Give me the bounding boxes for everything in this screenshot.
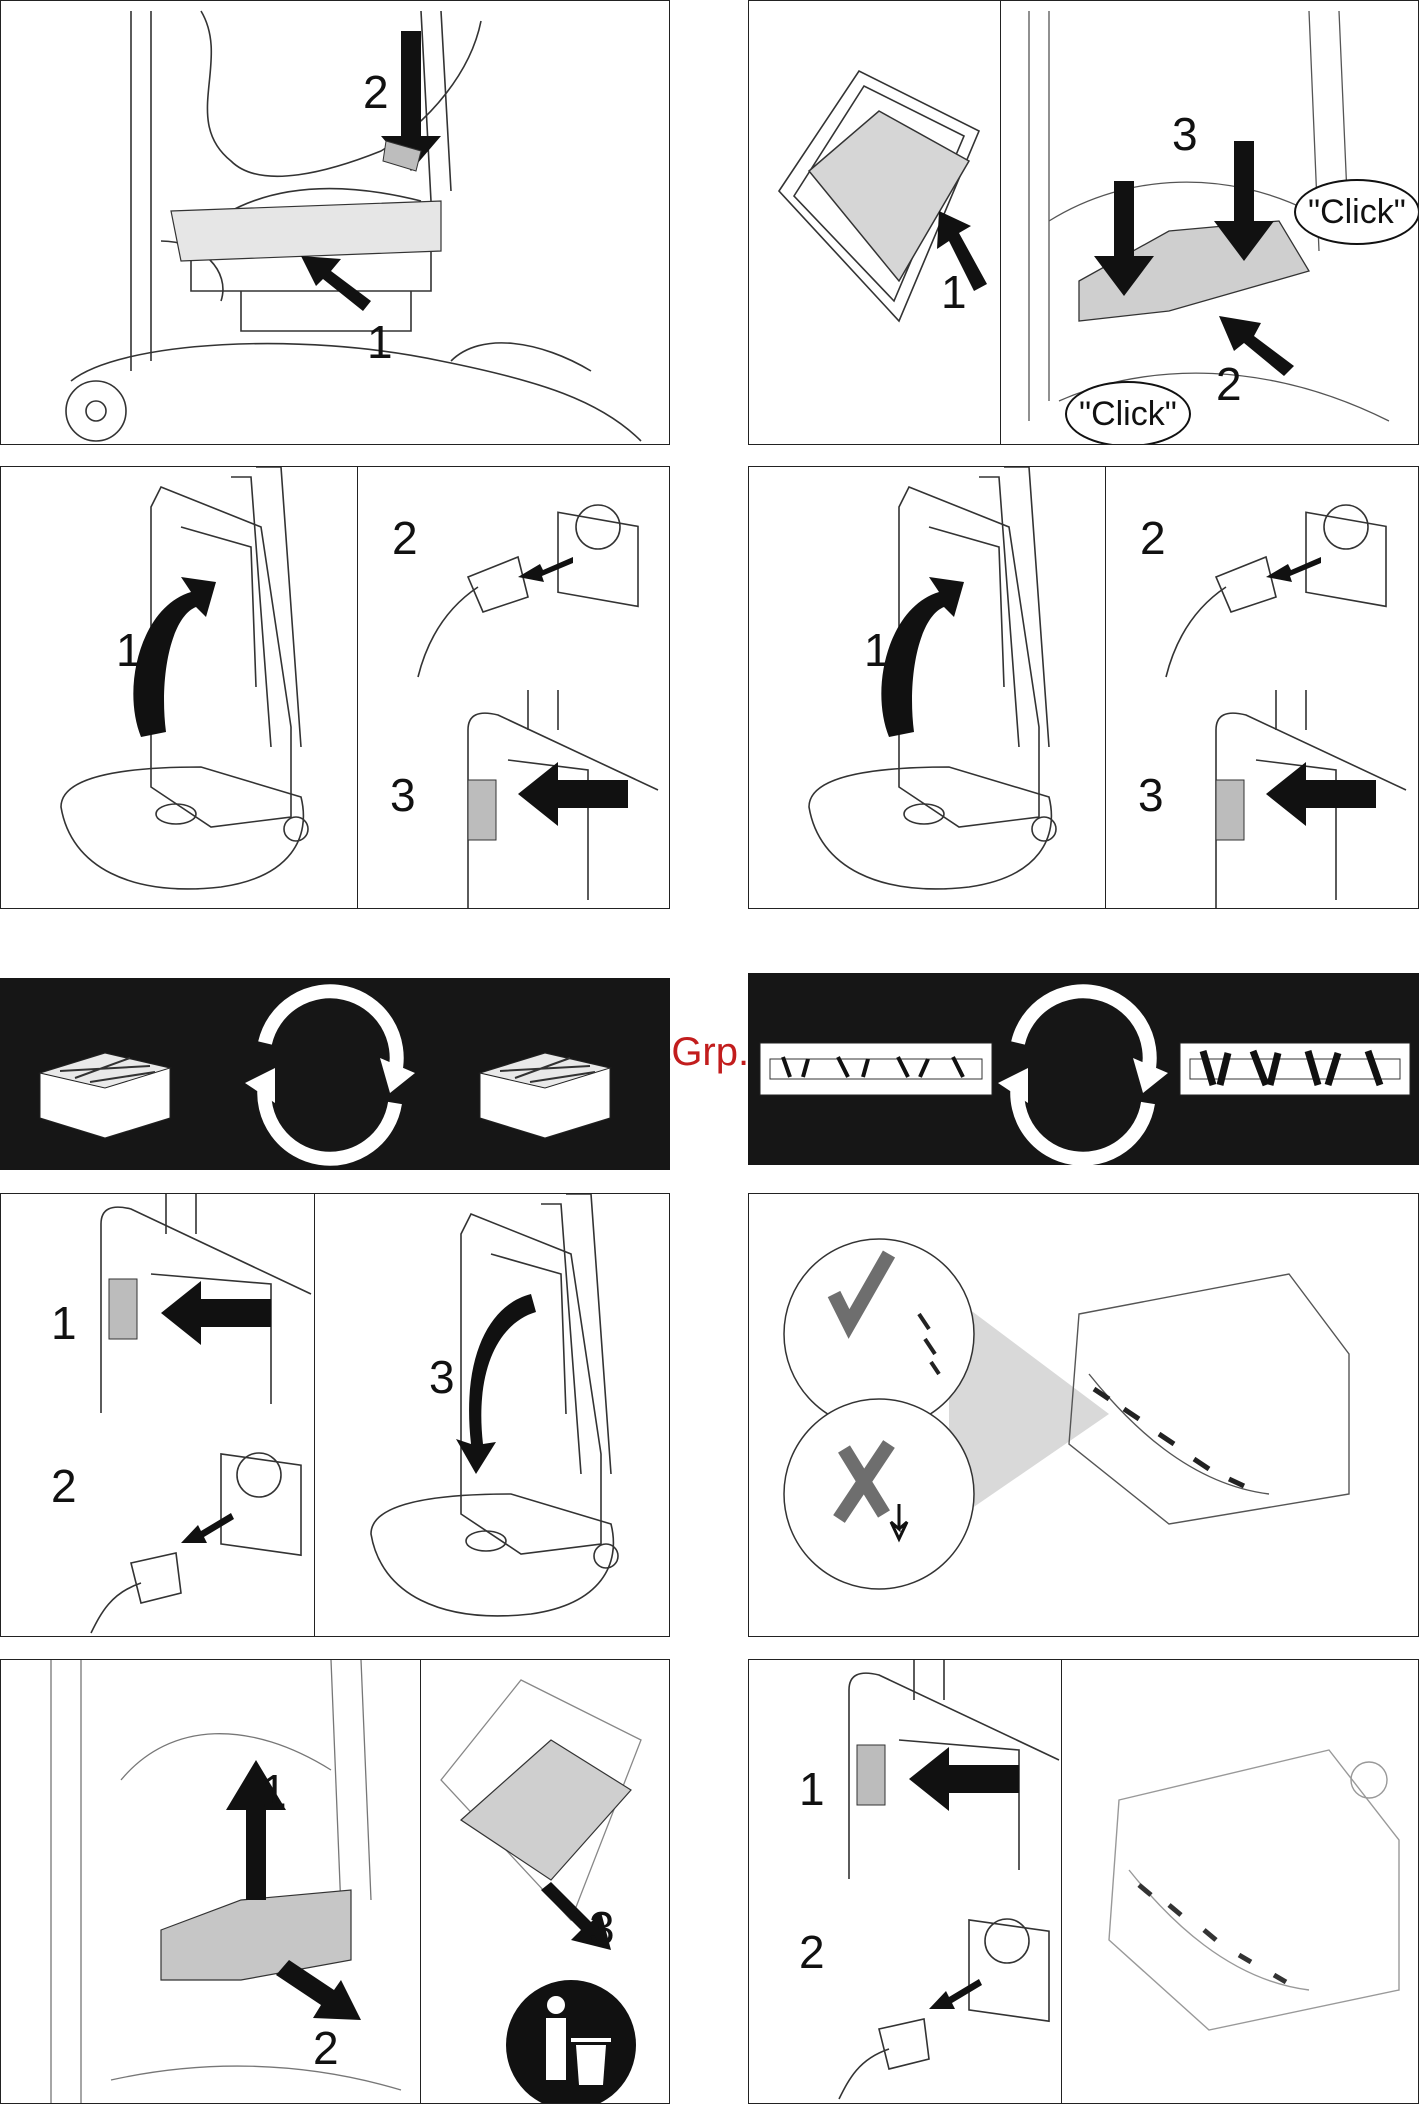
brush-inspection-illustration: [749, 1194, 1419, 1637]
vacuum-upright-illustration: [749, 467, 1109, 909]
panel-bag-change: 2 1: [0, 0, 670, 445]
panel-unplug-left: 1 2 3: [0, 466, 670, 909]
step-number: 2: [363, 69, 389, 115]
filter-icon: [40, 1053, 170, 1138]
brush-exchange-band: [748, 973, 1419, 1165]
step-number: 3: [1172, 111, 1198, 157]
step-number: 3: [429, 1354, 455, 1400]
step-number: 3: [390, 772, 416, 818]
exchange-cycle-icon: [264, 991, 396, 1158]
panel-filter-remove: 1 2 3: [0, 1659, 670, 2104]
subpanel-dispose: 3: [420, 1660, 670, 2104]
panel-replug: 1 2 3: [0, 1193, 670, 1637]
brush-head-underside-illustration: [749, 1660, 1419, 2104]
bag-compartment-illustration: [1, 1, 670, 445]
step-number: 2: [1140, 515, 1166, 561]
subpanel-switch: 3: [1105, 690, 1419, 909]
dispose-filter-illustration: [421, 1660, 670, 2104]
vacuum-lowering-illustration: [1, 1194, 670, 1637]
filter-exchange-band: [0, 978, 670, 1170]
brush-roller-icon: [760, 1043, 992, 1095]
exchange-cycle-icon: [1017, 991, 1149, 1158]
step-number: 2: [1216, 361, 1242, 407]
panel-brush-check: [748, 1193, 1419, 1637]
click-callout: "Click": [1065, 381, 1191, 445]
step-number: 2: [313, 2025, 339, 2071]
filter-remove-illustration: [1, 1660, 421, 2104]
click-callout: "Click": [1294, 179, 1419, 245]
brush-roller-icon: [1180, 1043, 1410, 1095]
step-number: 1: [116, 627, 142, 673]
wall-socket-plug-illustration: [358, 467, 670, 691]
panel-brush-switch: 1 2: [748, 1659, 1419, 2104]
subpanel-socket: 2: [357, 467, 670, 691]
subpanel-switch: 3: [357, 690, 670, 909]
panel-unplug-right: 1 2 3: [748, 466, 1419, 909]
step-number: 2: [392, 515, 418, 561]
filter-icon: [480, 1053, 610, 1138]
panel-bag-insert: 1 3 2 "Click" "Click": [748, 0, 1419, 445]
step-number: 1: [367, 319, 393, 365]
step-number: 3: [1138, 772, 1164, 818]
step-number: 1: [864, 627, 890, 673]
trash-bin-icon: [506, 1980, 636, 2104]
vacuum-upright-illustration: [1, 467, 361, 909]
wall-socket-plug-illustration: [1106, 467, 1419, 691]
subpanel-socket: 2: [1105, 467, 1419, 691]
step-number: 3: [589, 1905, 615, 1951]
step-number: 1: [261, 1768, 287, 1814]
